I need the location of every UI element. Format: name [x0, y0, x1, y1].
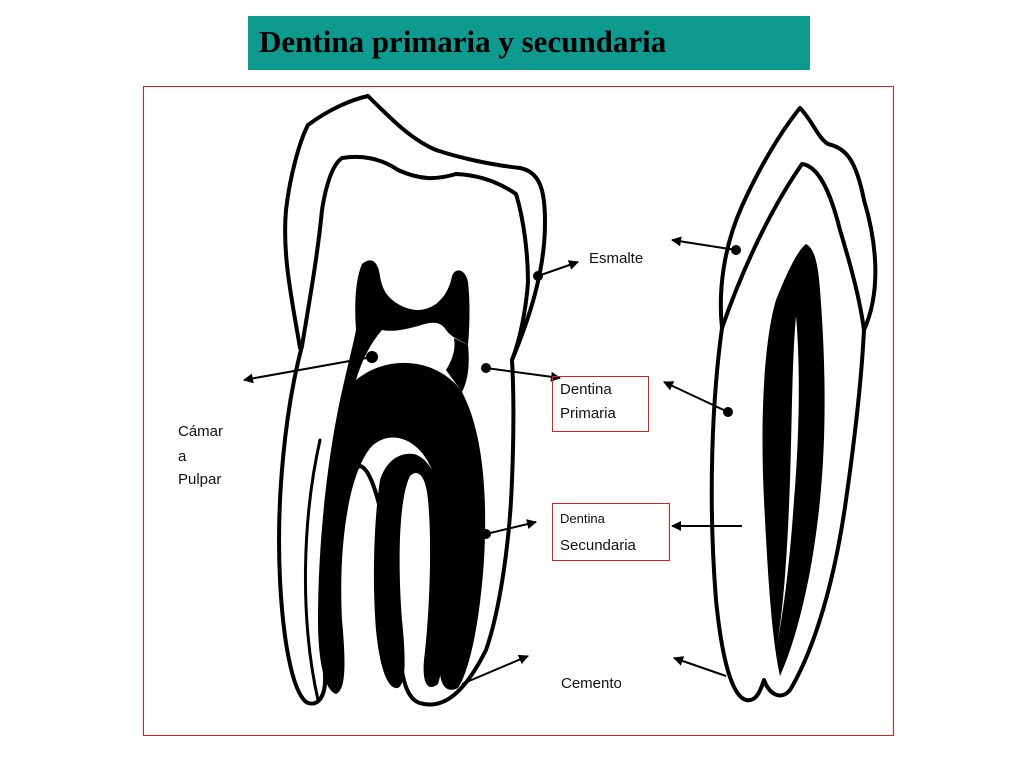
- label-cemento: Cemento: [561, 675, 622, 692]
- molar-pulp-connector-right: [446, 338, 469, 392]
- molar-pulp-canal-inner: [373, 453, 447, 689]
- dentina-secundaria-box: [552, 503, 670, 561]
- dentina-primaria-box: [552, 376, 649, 432]
- molar-pulp-connector: [338, 330, 382, 410]
- incisor-dentin-junction: [720, 162, 866, 332]
- molar-enamel-outline: [283, 94, 547, 362]
- label-dentina-secundaria-line2: Secundaria: [560, 537, 636, 554]
- molar-root-outline: [277, 344, 516, 707]
- cemento-arrow-molar: [461, 654, 529, 685]
- dentina-primaria-arrow-molar: [485, 367, 561, 382]
- incisor-pulp: [762, 244, 825, 676]
- incisor-root-outline: [709, 326, 866, 703]
- incisor-enamel-outline: [718, 106, 878, 332]
- molar-root-inner-line: [303, 438, 322, 702]
- slide-title: Dentina primaria y secundaria: [259, 24, 667, 59]
- molar-pulp-chamber: [355, 260, 470, 345]
- incisor-tooth: [709, 106, 878, 703]
- dentina-primaria-arrow-incisor: [663, 381, 729, 413]
- pointer-lines: [243, 236, 742, 685]
- esmalte-arrow-incisor: [671, 236, 737, 251]
- label-dentina-primaria-line1: Dentina: [560, 381, 612, 398]
- diagram-frame: [143, 86, 894, 736]
- label-camara-line1: Cámar: [178, 423, 224, 440]
- label-dentina-primaria-line2: Primaria: [560, 405, 616, 422]
- label-esmalte: Esmalte: [589, 250, 644, 267]
- camara-arrow: [243, 356, 373, 384]
- incisor-pulp-lumen: [776, 316, 799, 650]
- molar-dentin-junction: [300, 154, 530, 362]
- esmalte-arrow-molar: [537, 260, 579, 277]
- label-camara-line3: Pulpar: [178, 471, 222, 488]
- dentina-secundaria-arrow-molar: [485, 519, 537, 535]
- cemento-arrow-incisor: [673, 656, 727, 677]
- label-camara-line2: a: [178, 448, 187, 465]
- molar-pulp: [318, 260, 486, 694]
- label-dentina-secundaria-line1: Dentina: [560, 511, 605, 526]
- molar-tooth: [277, 94, 547, 707]
- title-banner: Dentina primaria y secundaria: [248, 16, 810, 70]
